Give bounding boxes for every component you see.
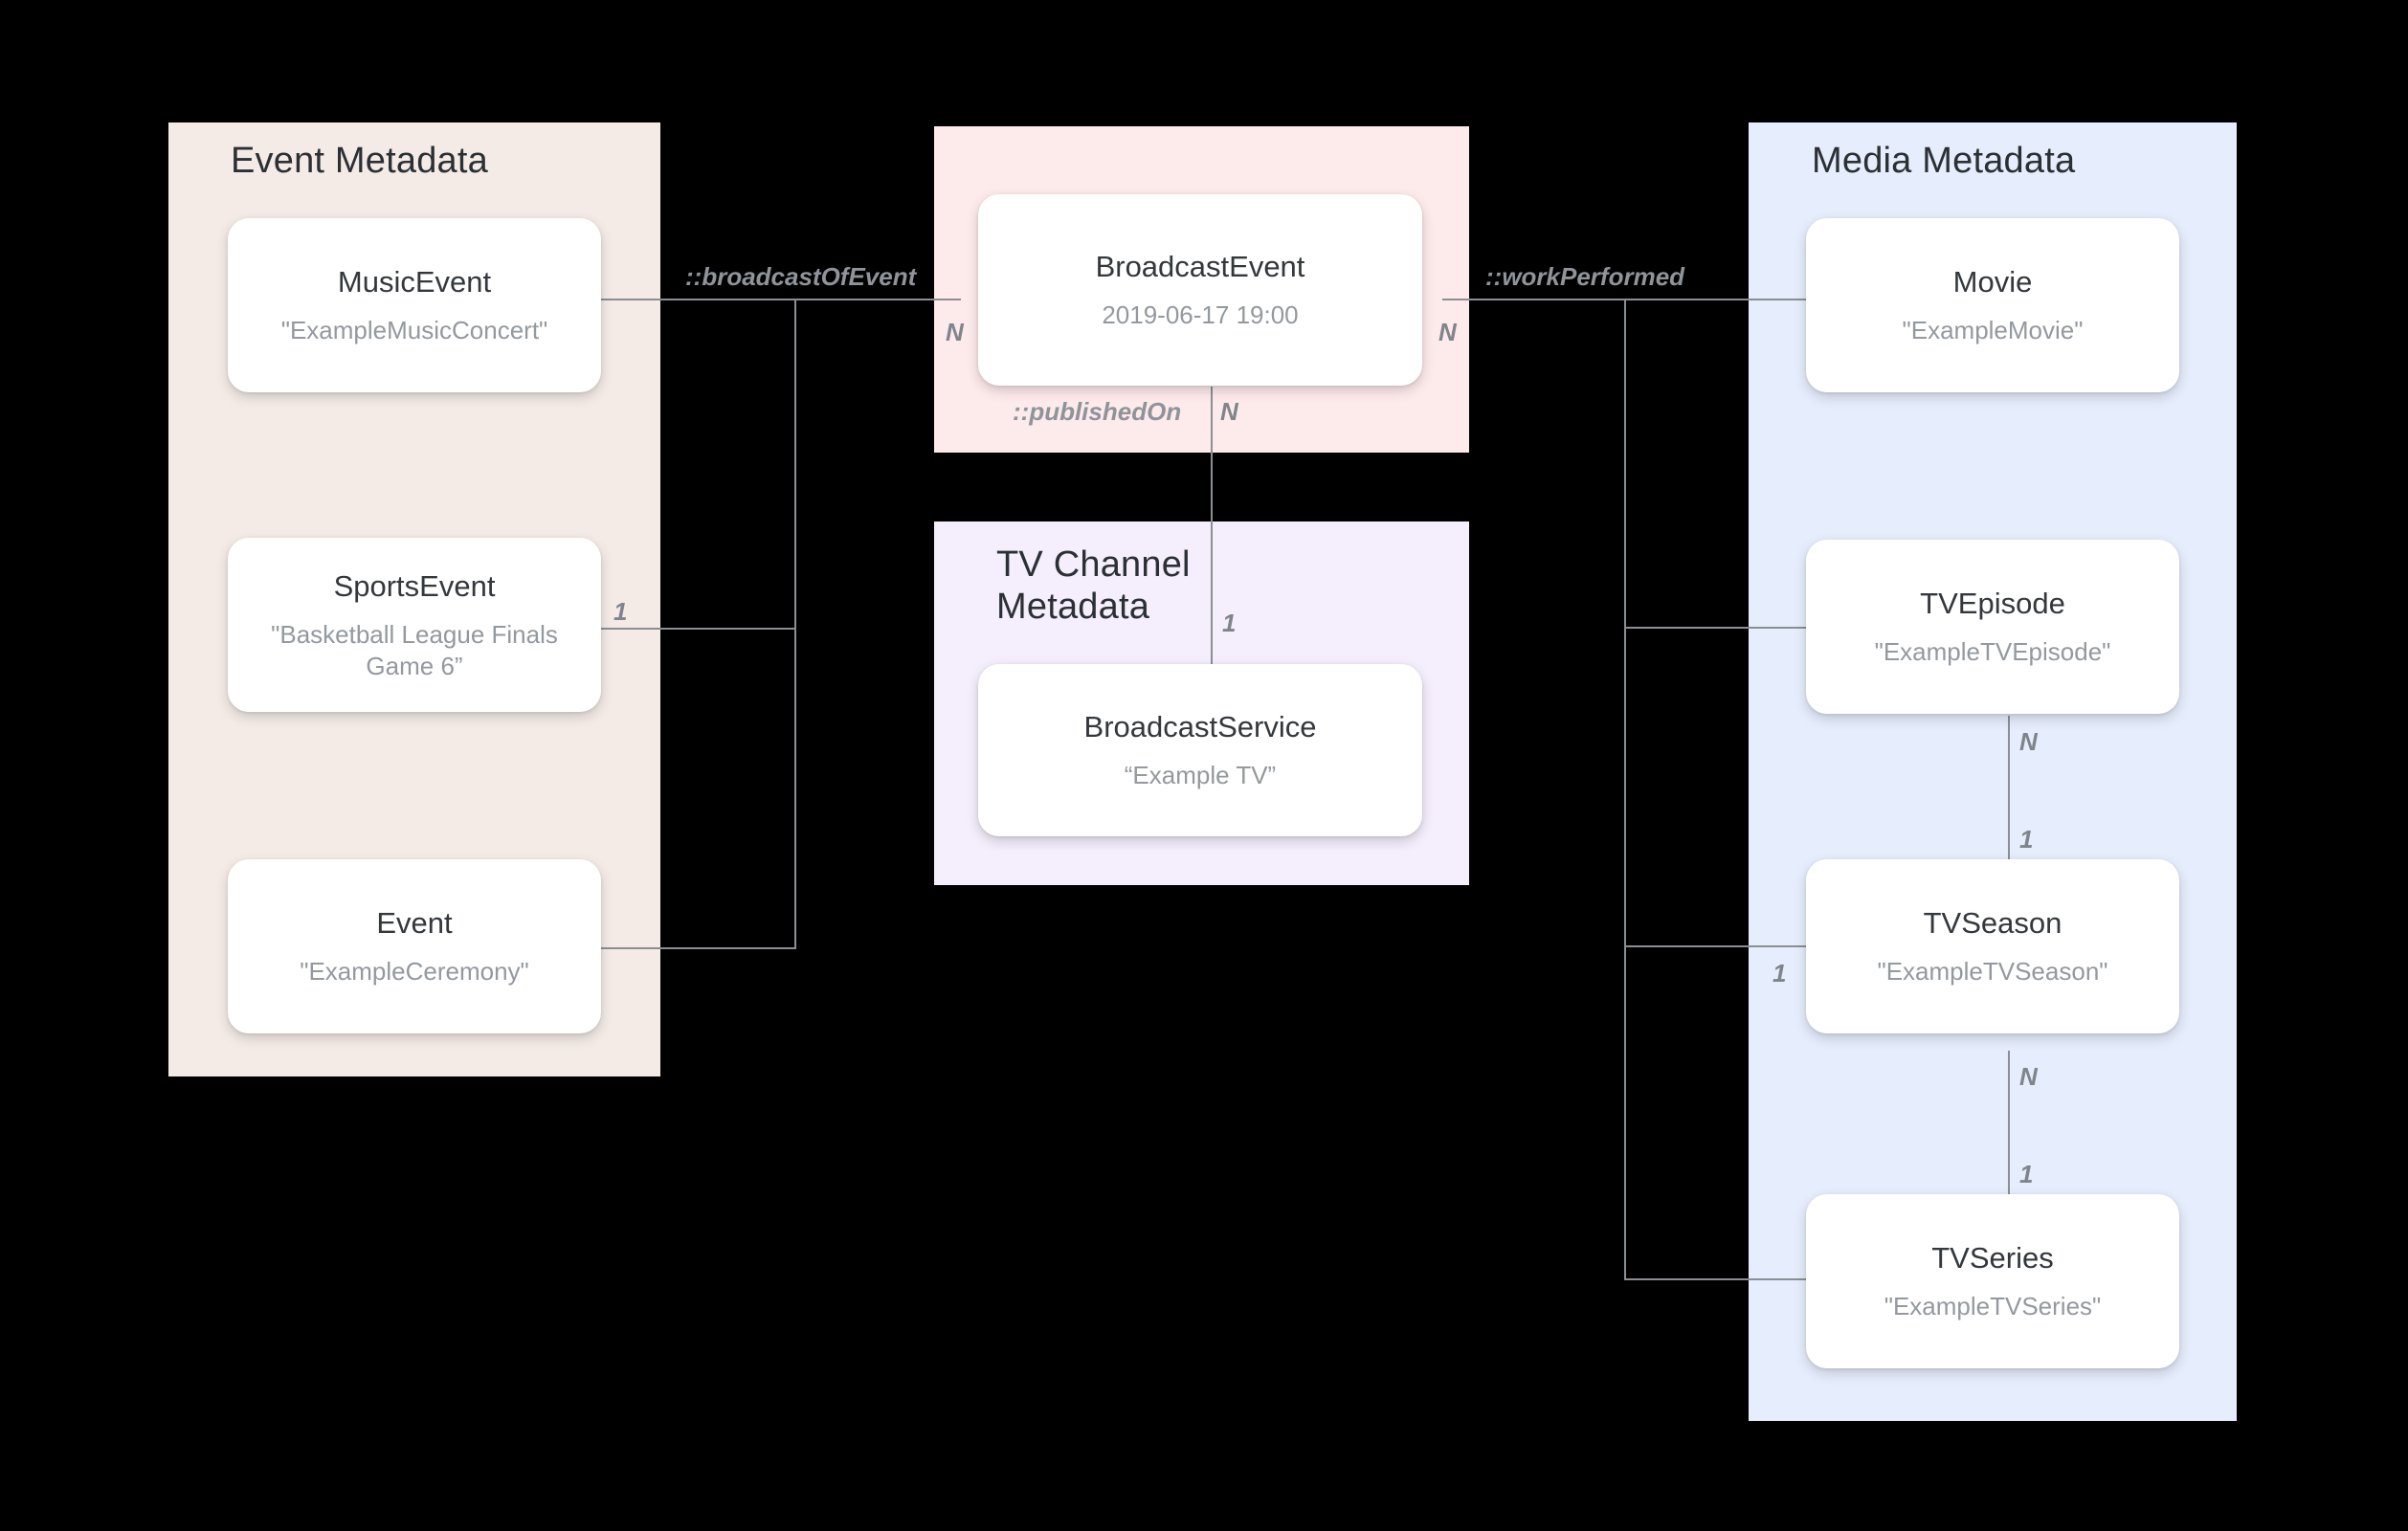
- entity-type-music-event: MusicEvent: [337, 265, 492, 300]
- edge-left-bus-vertical: [794, 299, 796, 949]
- entity-type-tv-series: TVSeries: [1931, 1241, 2054, 1276]
- entity-value-broadcast-service: “Example TV”: [1124, 761, 1277, 790]
- cardinality-broadcast-event-left-n: N: [946, 318, 964, 346]
- entity-card-music-event[interactable]: MusicEvent "ExampleMusicConcert": [228, 218, 601, 392]
- relation-label-work-performed: ::workPerformed: [1485, 262, 1685, 291]
- entity-card-tv-episode[interactable]: TVEpisode "ExampleTVEpisode": [1806, 540, 2179, 714]
- entity-card-broadcast-event[interactable]: BroadcastEvent 2019-06-17 19:00: [978, 194, 1422, 386]
- cardinality-tv-season-up-1: 1: [2019, 825, 2034, 854]
- cardinality-sports-event-right-1: 1: [613, 597, 628, 626]
- edge-season-to-series: [2008, 1051, 2010, 1232]
- entity-card-broadcast-service[interactable]: BroadcastService “Example TV”: [978, 664, 1422, 836]
- edge-sports-event-stub: [601, 628, 795, 630]
- entity-type-broadcast-event: BroadcastEvent: [1095, 250, 1305, 284]
- entity-type-sports-event: SportsEvent: [333, 568, 496, 603]
- entity-type-tv-episode: TVEpisode: [1920, 587, 2065, 621]
- entity-value-tv-series: "ExampleTVSeries": [1884, 1292, 2102, 1321]
- edge-movie-stub: [1624, 299, 1806, 300]
- edge-tv-series-stub: [1624, 1278, 1806, 1280]
- cardinality-broadcast-service-up-1: 1: [1222, 609, 1237, 637]
- edge-event-stub: [601, 947, 795, 949]
- edge-tv-episode-stub: [1624, 627, 1806, 629]
- panel-tv-channel-metadata-title: TV Channel Metadata: [996, 544, 1191, 628]
- cardinality-tv-series-up-1: 1: [2019, 1160, 2034, 1188]
- entity-value-broadcast-event: 2019-06-17 19:00: [1102, 300, 1299, 330]
- edge-published-on: [1211, 387, 1213, 664]
- entity-value-music-event: "ExampleMusicConcert": [280, 316, 548, 345]
- entity-card-event[interactable]: Event "ExampleCeremony": [228, 859, 601, 1033]
- entity-type-event: Event: [376, 906, 453, 941]
- entity-card-sports-event[interactable]: SportsEvent "Basketball League Finals Ga…: [228, 538, 601, 712]
- panel-media-metadata-title: Media Metadata: [1812, 141, 2076, 181]
- entity-value-sports-event: "Basketball League Finals Game 6”: [271, 620, 558, 680]
- edge-right-bus-vertical: [1624, 299, 1626, 1279]
- entity-value-movie: "ExampleMovie": [1902, 316, 2084, 345]
- edge-broadcast-event-to-right-bus: [1442, 299, 1626, 300]
- panel-event-metadata-title: Event Metadata: [231, 141, 488, 181]
- cardinality-tv-season-down-n: N: [2019, 1062, 2038, 1091]
- edge-left-bus-to-broadcast-event: [794, 299, 961, 300]
- entity-card-tv-series[interactable]: TVSeries "ExampleTVSeries": [1806, 1194, 2179, 1368]
- entity-type-broadcast-service: BroadcastService: [1083, 710, 1317, 744]
- relation-label-broadcast-of-event: ::broadcastOfEvent: [685, 262, 917, 291]
- cardinality-broadcast-event-down-n: N: [1220, 397, 1238, 426]
- entity-card-movie[interactable]: Movie "ExampleMovie": [1806, 218, 2179, 392]
- entity-type-tv-season: TVSeason: [1923, 906, 2062, 941]
- edge-episode-to-season: [2008, 716, 2010, 898]
- entity-value-event: "ExampleCeremony": [300, 957, 529, 987]
- entity-type-movie: Movie: [1952, 265, 2033, 300]
- relation-label-published-on: ::publishedOn: [1013, 397, 1182, 426]
- cardinality-broadcast-event-right-n: N: [1438, 318, 1457, 346]
- entity-card-tv-season[interactable]: TVSeason "ExampleTVSeason": [1806, 859, 2179, 1033]
- entity-value-tv-season: "ExampleTVSeason": [1877, 957, 2108, 987]
- edge-music-event-stub: [601, 299, 795, 300]
- entity-value-tv-episode: "ExampleTVEpisode": [1874, 637, 2111, 667]
- cardinality-tv-season-left-1: 1: [1773, 959, 1787, 987]
- edge-tv-season-stub: [1624, 945, 1806, 947]
- cardinality-tv-episode-down-n: N: [2019, 727, 2038, 756]
